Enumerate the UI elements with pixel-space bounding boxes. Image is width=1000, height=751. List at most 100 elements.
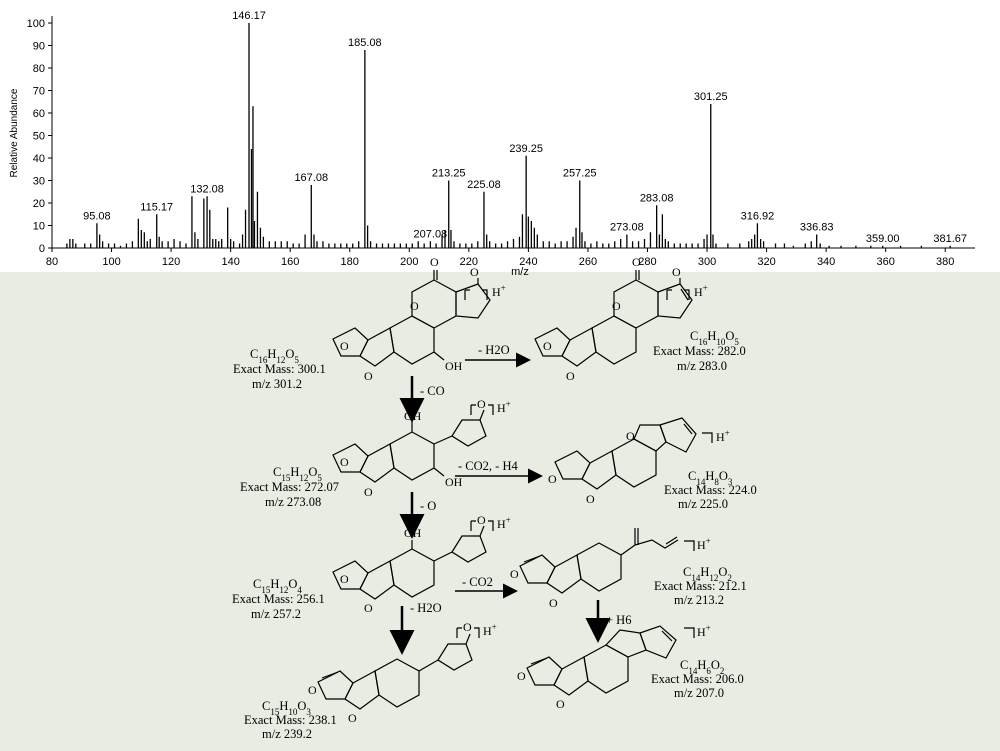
structure-c1: OH O O O O O H+	[332, 255, 506, 383]
c8-formula: C14H6O2	[680, 658, 724, 676]
arrow-co-label: - CO	[420, 384, 445, 398]
x-tick-label: 200	[400, 256, 418, 268]
peak-label: 336.83	[800, 222, 834, 234]
peak-label: 115.17	[140, 201, 173, 213]
y-tick-label: 100	[27, 18, 45, 30]
peak-label: 213.25	[432, 168, 466, 180]
arrow-co2-label: - CO2	[462, 575, 493, 589]
c4-formula: C14H8O3	[688, 469, 733, 487]
o-label: O	[632, 255, 641, 269]
o-label: O	[430, 255, 439, 269]
peak-label: 185.08	[348, 37, 382, 49]
peak-label: 95.08	[83, 210, 111, 222]
structure-c8: H+ O O	[517, 623, 711, 711]
structure-c5: OH O O O H+	[332, 513, 511, 615]
x-tick-label: 100	[102, 256, 120, 268]
c6-formula: C14H12O2	[683, 565, 732, 583]
peak-label: 316.92	[741, 210, 775, 222]
o-label: O	[340, 339, 349, 353]
c1-mass: Exact Mass: 300.1	[233, 362, 326, 376]
y-tick-label: 50	[33, 131, 45, 143]
peak-label: 359.00	[866, 233, 900, 245]
fragmentation-scheme: OH O O O O O H+ C16H12O5 Exact Mass: 300…	[232, 255, 757, 741]
oh-label: OH	[445, 359, 463, 373]
x-tick-label: 280	[638, 256, 656, 268]
o-label: O	[470, 265, 479, 279]
hplus-label: H+	[492, 283, 506, 299]
x-tick-label: 80	[46, 256, 58, 268]
oh-label: OH	[445, 475, 463, 489]
peak-label: 132.08	[190, 183, 224, 195]
o-label: O	[612, 299, 621, 313]
hplus-label: H+	[694, 283, 708, 299]
structure-c3: OH OH O O O H+	[332, 397, 511, 499]
o-label: O	[556, 697, 565, 711]
c7-formula: C15H10O3	[262, 699, 311, 717]
c6-mass: Exact Mass: 212.1	[654, 579, 747, 593]
o-label: O	[364, 369, 373, 383]
oh-label: OH	[404, 409, 422, 423]
c6-mz: m/z 213.2	[674, 593, 724, 607]
o-label: O	[463, 620, 472, 634]
c7-mz: m/z 239.2	[262, 727, 312, 741]
peak-label: 146.17	[232, 10, 266, 22]
o-label: O	[549, 596, 558, 610]
peak-labels: 95.08115.17132.08146.17167.08185.08207.0…	[83, 10, 967, 245]
o-label: O	[548, 472, 557, 486]
o-label: O	[586, 492, 595, 506]
c5-formula: C15H12O4	[253, 577, 302, 595]
o-label: O	[340, 455, 349, 469]
oh-label: OH	[404, 526, 422, 540]
structure-c4: O O O H+	[548, 417, 730, 506]
o-label: O	[364, 485, 373, 499]
peak-label: 257.25	[563, 168, 597, 180]
c3-mass: Exact Mass: 272.07	[240, 480, 339, 494]
hplus-label: H+	[497, 515, 511, 531]
peak-label: 207.08	[414, 228, 448, 240]
o-label: O	[477, 513, 486, 527]
y-tick-label: 60	[33, 108, 45, 120]
c5-mz: m/z 257.2	[251, 607, 301, 621]
structure-c6: H+ O O	[510, 528, 711, 610]
o-label: O	[517, 669, 526, 683]
o-label: O	[626, 429, 635, 443]
y-tick-label: 20	[33, 198, 45, 210]
structure-c2: O O O O O H+	[534, 255, 708, 383]
c8-mz: m/z 207.0	[674, 686, 724, 700]
peak-label: 225.08	[467, 179, 501, 191]
peaks	[66, 23, 951, 248]
hplus-label: H+	[697, 623, 711, 639]
o-label: O	[364, 601, 373, 615]
arrow-h2o-1-label: - H2O	[478, 343, 510, 357]
peak-label: 381.67	[933, 233, 967, 245]
x-tick-label: 340	[817, 256, 835, 268]
peak-label: 239.25	[509, 143, 543, 155]
y-tick-label: 40	[33, 153, 45, 165]
x-tick-label: 360	[876, 256, 894, 268]
c2-mz: m/z 283.0	[677, 359, 727, 373]
o-label: O	[566, 369, 575, 383]
y-tick-label: 30	[33, 176, 45, 188]
c3-formula: C15H12O5	[273, 465, 322, 483]
hplus-label: H+	[716, 428, 730, 444]
y-tick-label: 10	[33, 221, 45, 233]
peak-label: 273.08	[610, 222, 644, 234]
o-label: O	[308, 683, 317, 697]
c1-mz: m/z 301.2	[252, 377, 302, 391]
structure-c7: O H+ O O	[308, 620, 497, 725]
o-label: O	[348, 711, 357, 725]
x-tick-label: 380	[936, 256, 954, 268]
c1-formula: C16H12O5	[250, 347, 299, 365]
arrow-co2-h4-label: - CO2, - H4	[458, 459, 518, 473]
x-tick-label: 140	[221, 256, 239, 268]
y-tick-label: 70	[33, 86, 45, 98]
arrow-h6-label: + H6	[606, 613, 631, 627]
x-tick-label: 160	[281, 256, 299, 268]
c5-mass: Exact Mass: 256.1	[232, 592, 325, 606]
c7-mass: Exact Mass: 238.1	[244, 713, 337, 727]
arrow-o-label: - O	[420, 499, 436, 513]
